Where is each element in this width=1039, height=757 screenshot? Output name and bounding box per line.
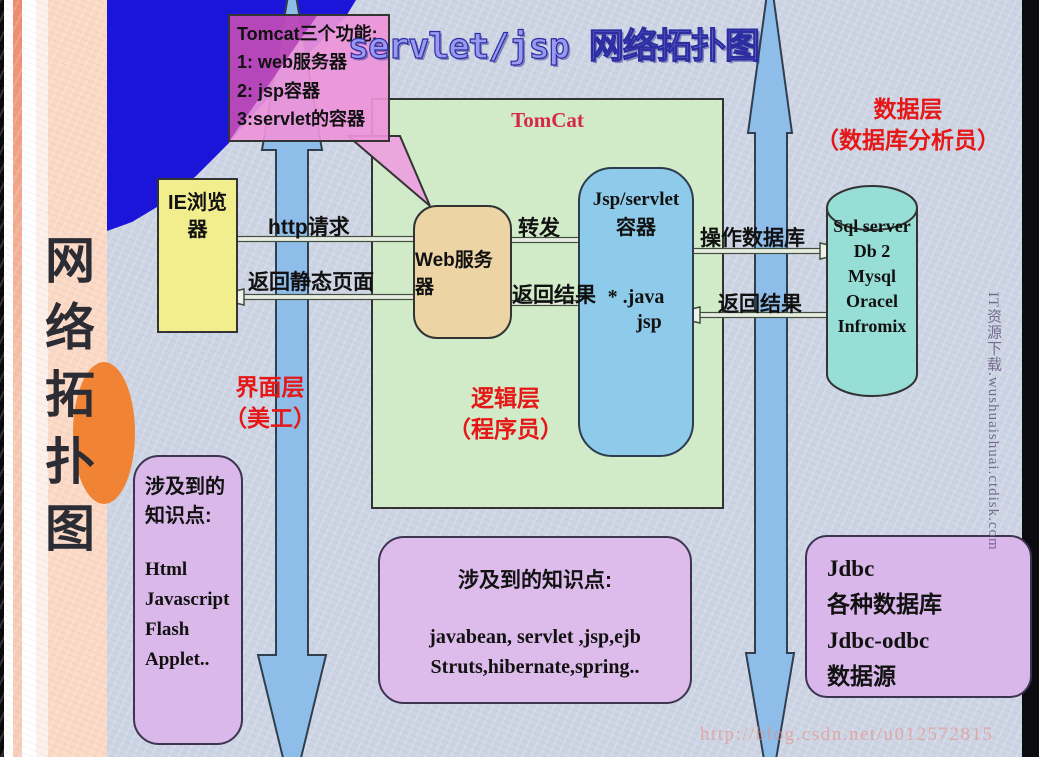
sidebar-char: 图 [45,499,95,558]
tomcat-note-callout: Tomcat三个功能: 1: web服务器 2: jsp容器 3:servlet… [228,14,390,142]
knowledge-box-ui: 涉及到的 知识点: Html Javascript Flash Applet.. [133,455,243,745]
knowledge-data-line: Jdbc [827,556,875,581]
note-line: 3:servlet的容器 [237,109,366,130]
logic-layer-label: 逻辑层 （程序员） [418,383,593,445]
forward-label: 转发 [518,217,560,240]
ie-browser-box: IE浏览 器 [157,178,238,333]
return-static-label: 返回静态页面 [248,271,374,294]
knowledge-box-data: Jdbc 各种数据库 Jdbc-odbc 数据源 [805,535,1032,698]
orange-accent-circle [73,362,135,504]
data-layer-title: 数据层 [873,96,943,122]
jsp-container-title-1: Jsp/servlet [592,189,680,210]
db-item: Oracel [846,291,898,311]
knowledge-logic-line-2: Struts,hibernate,spring.. [430,656,640,678]
return-result-jsp-label: 返回结果 [512,284,596,307]
knowledge-data-line: 各种数据库 [827,592,942,617]
slide-title: servlet/jsp 网络拓扑图 [347,26,760,67]
jsp-file-jsp: jsp [636,311,662,333]
http-request-label: http请求 [268,216,350,239]
sidebar-stripe-salmon [13,0,22,757]
knowledge-ui-heading-1: 涉及到的 [145,476,225,498]
left-vertical-arrow [256,0,328,757]
sidebar-stripe-white-1 [4,0,13,757]
sidebar-char: 网 [45,231,95,290]
sidebar-stripe-pale [36,0,48,757]
knowledge-logic-line-1: javabean, servlet ,jsp,ejb [429,626,641,648]
return-result-db-label: 返回结果 [718,293,802,316]
knowledge-ui-heading-2: 知识点: [145,505,212,527]
db-item: Db 2 [853,241,891,261]
knowledge-ui-item: Html [145,559,188,580]
jsp-servlet-container-box: Jsp/servlet 容器 * .java jsp [578,167,694,457]
sidebar-stripe-black [0,0,4,757]
sidebar-vertical-title: 网 络 拓 扑 图 [30,236,110,554]
sidebar-char: 络 [45,298,95,357]
data-layer-subtitle: （数据库分析员） [816,127,1000,153]
operate-db-label: 操作数据库 [700,227,805,250]
sidebar-char: 扑 [45,432,95,491]
logic-layer-title: 逻辑层 [471,385,540,411]
knowledge-data-line: 数据源 [827,664,896,689]
knowledge-ui-item: Flash [145,619,190,640]
ui-layer-title: 界面层 [235,374,305,400]
ui-layer-subtitle: （美工） [224,405,316,431]
db-item: Infromix [837,316,907,336]
vertical-watermark: IT资源下载.wushuaishuai.ctdisk.com [985,292,1001,551]
ui-layer-label: 界面层 （美工） [190,372,350,434]
data-layer-label: 数据层 （数据库分析员） [788,94,1028,156]
note-line: 1: web服务器 [237,52,348,73]
web-server-label: Web服务器 [415,250,493,298]
knowledge-ui-item: Javascript [145,589,230,610]
tomcat-label: TomCat [511,108,584,132]
right-vertical-arrow [744,0,796,757]
knowledge-data-line: Jdbc-odbc [827,628,930,653]
ie-browser-label-2: 器 [187,219,208,241]
note-line: 2: jsp容器 [237,80,321,101]
bottom-watermark: http://blog.csdn.net/u012572815 [700,724,994,745]
ie-browser-label-1: IE浏览 [168,192,227,214]
knowledge-ui-item: Applet.. [145,649,210,670]
database-cylinder: Sql server Db 2 Mysql Oracel Infromix [824,182,920,400]
note-line: Tomcat三个功能: [237,24,378,44]
knowledge-logic-heading: 涉及到的知识点: [458,569,612,592]
sidebar-stripe-white-2 [22,0,36,757]
logic-layer-subtitle: （程序员） [448,416,563,442]
sidebar-char: 拓 [45,365,95,424]
jsp-file-java: * .java [607,286,665,308]
database-cylinder-shape [826,185,918,397]
knowledge-box-logic: 涉及到的知识点: javabean, servlet ,jsp,ejb Stru… [378,536,692,704]
web-server-box: Web服务器 [413,205,512,339]
jsp-container-title-2: 容器 [616,217,656,239]
db-item: Mysql [847,266,896,286]
db-item: Sql server [833,216,911,236]
